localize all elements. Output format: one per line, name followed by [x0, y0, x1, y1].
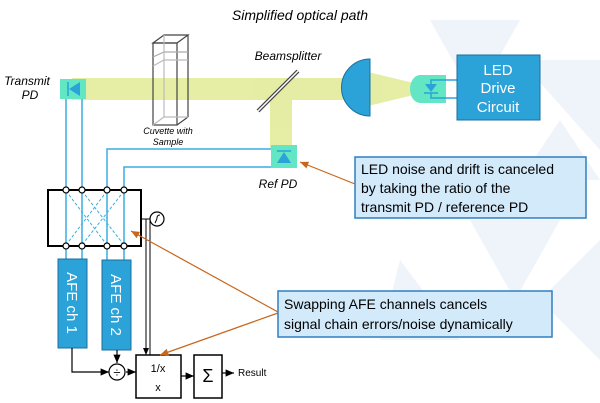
svg-text:x: x [155, 382, 161, 394]
ref-pd-label: Ref PD [259, 177, 298, 191]
lens [341, 58, 371, 117]
svg-text:÷: ÷ [113, 365, 120, 380]
sum-block: Σ [193, 354, 223, 399]
signal-wires [65, 90, 272, 260]
led [410, 75, 457, 103]
svg-text:Σ: Σ [202, 366, 213, 386]
switch-matrix [47, 189, 142, 247]
svg-text:AFE ch 2: AFE ch 2 [107, 274, 124, 336]
afe-ch1: AFE ch 1 [57, 258, 88, 349]
cuvette [151, 34, 190, 126]
diagram-title: Simplified optical path [232, 7, 368, 23]
processing-wires [71, 348, 234, 380]
svg-text:1/x: 1/x [151, 363, 166, 375]
switch-crossings [65, 190, 125, 246]
svg-text:AFE ch 1: AFE ch 1 [63, 272, 80, 334]
result-label: Result [238, 368, 267, 379]
callout-arrows [130, 161, 356, 356]
sync-clock-icon [140, 211, 165, 227]
beamsplitter-label: Beamsplitter [255, 49, 323, 63]
switch-nodes [62, 186, 128, 250]
reciprocal-block: 1/x x [135, 354, 182, 399]
afe-ch2: AFE ch 2 [101, 259, 132, 351]
ref-pd [271, 145, 297, 168]
transmit-pd [60, 79, 86, 99]
divide-node: ÷ [108, 363, 126, 381]
